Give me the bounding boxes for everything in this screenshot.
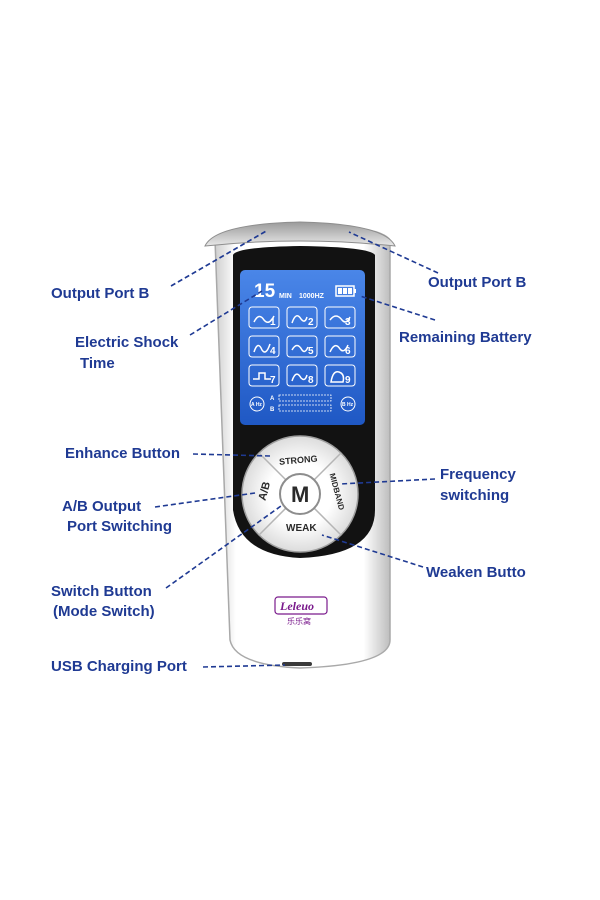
mode-icon-1: 1 (248, 306, 280, 329)
svg-text:6: 6 (345, 346, 351, 357)
channel-a-label: A (270, 396, 275, 402)
svg-text:7: 7 (270, 375, 276, 386)
svg-text:1: 1 (270, 317, 276, 328)
mode-icon-7: 7 (248, 364, 280, 387)
usb-port (282, 662, 312, 666)
callout-electric-shock-time-line1: Electric Shock (75, 334, 179, 351)
strong-button[interactable]: STRONG (279, 453, 318, 466)
callout-frequency-switching-line1: Frequency (440, 466, 516, 483)
timer-unit: MIN (279, 293, 292, 300)
callout-usb-charging-port: USB Charging Port (51, 658, 187, 675)
timer-value: 15 (254, 281, 276, 302)
svg-text:4: 4 (270, 346, 276, 357)
brand-chinese-name: 乐乐窝 (287, 616, 311, 626)
mode-icon-6: 6 (324, 335, 356, 358)
brand-logo: Leleuo (279, 599, 314, 613)
svg-text:8: 8 (308, 375, 314, 386)
callout-ab-output-line2: Port Switching (67, 518, 172, 535)
mode-icon-8: 8 (286, 364, 318, 387)
channel-levels: A Hz B Hz A B (249, 394, 356, 413)
mode-icon-9: 9 (324, 364, 356, 387)
b-hz-label: B Hz (342, 402, 354, 408)
ab-button[interactable]: A/B (257, 480, 274, 501)
top-cap (204, 221, 396, 247)
battery-icon (335, 285, 356, 297)
callout-ab-output-line1: A/B Output (62, 498, 142, 515)
mode-button-label: M (291, 482, 309, 507)
svg-text:3: 3 (345, 317, 351, 328)
frequency-readout: 1000HZ (299, 293, 325, 300)
callout-output-port-b-right: Output Port B (428, 274, 527, 291)
callout-switch-button-line2: (Mode Switch) (53, 603, 155, 620)
mode-icon-2: 2 (286, 306, 318, 329)
mode-button[interactable] (279, 473, 321, 515)
callout-electric-shock-time-line2: Time (80, 355, 115, 372)
brand-logo-box (274, 596, 328, 615)
svg-text:9: 9 (345, 375, 351, 386)
callout-switch-button-line1: Switch Button (51, 583, 152, 600)
callout-weaken-button: Weaken Butto (426, 564, 526, 581)
mode-icon-5: 5 (286, 335, 318, 358)
mode-icon-4: 4 (248, 335, 280, 358)
callout-enhance-button: Enhance Button (65, 445, 180, 462)
mode-icon-3: 3 (324, 306, 356, 329)
callout-lines (154, 229, 439, 668)
callout-output-port-b-left: Output Port B (51, 285, 150, 302)
channel-b-label: B (270, 407, 275, 413)
svg-text:2: 2 (308, 317, 314, 328)
callout-remaining-battery: Remaining Battery (399, 329, 532, 346)
callout-frequency-switching-line2: switching (440, 487, 510, 504)
svg-text:5: 5 (308, 346, 314, 357)
a-hz-label: A Hz (251, 402, 262, 408)
mode-grid: 1 2 3 4 5 6 7 (248, 306, 356, 387)
weak-button[interactable]: WEAK (286, 523, 317, 534)
